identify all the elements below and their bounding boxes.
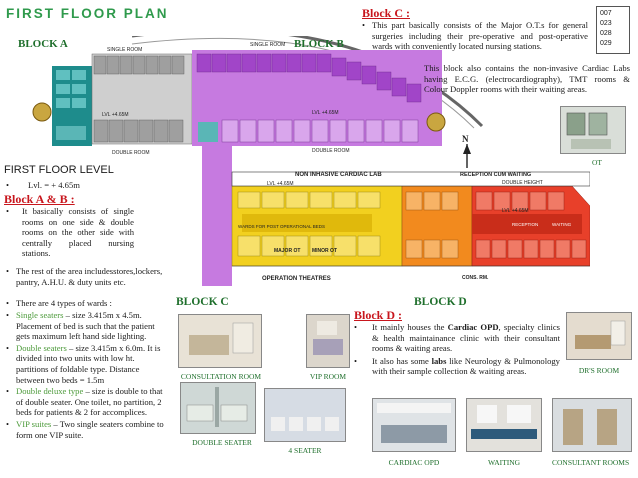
label-ward-post-op: WARDS FOR POST OPERATIONAL BEDS bbox=[238, 224, 325, 229]
label-minor-ot: MINOR OT bbox=[312, 248, 337, 254]
caption-ot: OT bbox=[592, 158, 602, 167]
waiting-photo bbox=[466, 398, 542, 452]
ward-deluxe-label: Double deluxe type bbox=[16, 386, 84, 397]
consultation-room-photo bbox=[178, 314, 262, 368]
caption-drs-room: DR'S ROOM bbox=[578, 366, 620, 375]
block-d-p1-post: , specialty clinics & health maintainanc… bbox=[372, 322, 560, 354]
block-d-bullet1: It mainly houses the Cardiac OPD, specia… bbox=[354, 322, 560, 354]
block-d-p2-post: like Neurology & Pulmonology with their … bbox=[372, 355, 560, 377]
ref-code: 007 bbox=[600, 10, 612, 17]
ref-code: 029 bbox=[600, 40, 612, 47]
label-single-room-2: SINGLE ROOM bbox=[250, 42, 285, 48]
ward-single-text: – size 3.415m x 4.5m. Placement of bed i… bbox=[16, 310, 155, 342]
block-c-para1: This part basically consists of the Majo… bbox=[362, 20, 588, 52]
label-major-ot: MAJOR OT bbox=[274, 248, 300, 254]
block-d-corridor bbox=[472, 214, 582, 234]
label-lvl-4: LVL +4.65M bbox=[502, 208, 529, 214]
label-north: N bbox=[462, 134, 469, 144]
block-c-para2: This block also contains the non-invasiv… bbox=[424, 63, 630, 95]
ward-single-label: Single seaters bbox=[16, 310, 64, 320]
ward-deluxe: Double deluxe type – size is double to t… bbox=[6, 386, 168, 418]
first-floor-heading: FIRST FLOOR LEVEL bbox=[4, 164, 114, 176]
corridor-purple bbox=[202, 146, 232, 286]
reference-codes-box: 007 023 028 029 bbox=[596, 6, 630, 54]
label-double-height: DOUBLE HEIGHT bbox=[502, 180, 543, 186]
drs-room-photo bbox=[566, 312, 632, 360]
block-a-label: BLOCK A bbox=[18, 38, 68, 50]
label-double-room-1: DOUBLE ROOM bbox=[112, 150, 150, 156]
block-c-heading: Block C : bbox=[362, 6, 410, 20]
label-lvl-3: LVL +4.65M bbox=[267, 181, 294, 187]
block-d-p1-bold: Cardiac OPD bbox=[447, 322, 499, 332]
block-d-p2-pre: It also has some bbox=[372, 355, 432, 366]
ot-corridor bbox=[242, 214, 372, 232]
consultant-rooms-photo bbox=[552, 398, 632, 452]
block-d-heading: Block D : bbox=[354, 308, 402, 322]
caption-waiting: WAITING bbox=[487, 458, 521, 467]
page-title: FIRST FLOOR PLAN bbox=[6, 6, 169, 21]
ref-code: 023 bbox=[600, 20, 612, 27]
label-reception: RECEPTION bbox=[512, 222, 538, 227]
label-single-room-1: SINGLE ROOM bbox=[107, 47, 142, 53]
arc-canopy bbox=[132, 36, 484, 128]
block-ab-para1: It basically consists of single rooms on… bbox=[6, 206, 134, 259]
caption-cardiac-opd: CARDIAC OPD bbox=[388, 458, 440, 467]
block-d-bullet2: It also has some labs like Neurology & P… bbox=[354, 356, 560, 377]
caption-double-seater: DOUBLE SEATER bbox=[192, 438, 252, 447]
block-d-p1-pre: It mainly houses the bbox=[372, 322, 448, 332]
block-ab-bullet3: There are 4 types of wards : bbox=[6, 298, 168, 309]
label-reception-waiting: RECEPTION CUM WAITING bbox=[460, 172, 531, 178]
ward-vip-label: VIP suites bbox=[16, 418, 52, 429]
block-c-label: BLOCK C bbox=[176, 296, 229, 308]
ward-vip-text: – Two single seaters combine to form one… bbox=[16, 418, 164, 440]
ot-photo bbox=[560, 106, 626, 154]
floor-plan-drawing: SINGLE ROOM SINGLE ROOM DOUBLE ROOM DOUB… bbox=[32, 36, 590, 286]
block-d-label: BLOCK D bbox=[414, 296, 467, 308]
block-b-label: BLOCK B bbox=[294, 38, 344, 50]
first-floor-lvl-text: Lvl. = + 4.65m bbox=[6, 180, 156, 191]
caption-consultant-rooms: CONSULTANT ROOMS bbox=[552, 458, 630, 467]
label-double-room-2: DOUBLE ROOM bbox=[312, 148, 350, 154]
block-ab-bullet1: It basically consists of single rooms on… bbox=[6, 206, 134, 259]
ward-deluxe-text: – size is double to that of double seate… bbox=[16, 386, 163, 418]
label-operation-theatres: OPERATION THEATRES bbox=[262, 276, 331, 282]
stair-circle-left bbox=[32, 102, 52, 122]
ward-double-text: – size 3.415m x 6.0m. It is divided into… bbox=[16, 342, 161, 385]
label-cons-rm: CONS. RM. bbox=[462, 275, 489, 281]
four-seater-photo bbox=[264, 388, 346, 442]
ward-types-list: Single seaters – size 3.415m x 4.5m. Pla… bbox=[6, 310, 168, 440]
block-ab-heading: Block A & B : bbox=[4, 192, 75, 206]
ref-code: 028 bbox=[600, 30, 612, 37]
first-floor-lvl: Lvl. = + 4.65m bbox=[6, 180, 156, 191]
label-waiting: WAITING bbox=[552, 222, 572, 227]
double-seater-photo bbox=[180, 382, 256, 434]
label-lvl-1: LVL +4.65M bbox=[102, 112, 129, 118]
stair-circle-right bbox=[426, 112, 446, 132]
block-ab-para3: There are 4 types of wards : bbox=[6, 298, 168, 309]
ward-double-label: Double seaters bbox=[16, 342, 67, 353]
block-d-p2-bold: labs bbox=[431, 355, 447, 366]
ward-single: Single seaters – size 3.415m x 4.5m. Pla… bbox=[6, 310, 168, 342]
block-d-list: It mainly houses the Cardiac OPD, specia… bbox=[354, 322, 560, 377]
caption-consultation: CONSULTATION ROOM bbox=[180, 372, 262, 381]
ward-double: Double seaters – size 3.415m x 6.0m. It … bbox=[6, 343, 168, 385]
label-non-invasive-lab: NON INHASIVE CARDIAC LAB bbox=[295, 172, 382, 178]
caption-four-seater: 4 SEATER bbox=[288, 446, 322, 455]
label-lvl-2: LVL +4.65M bbox=[312, 110, 339, 116]
block-ab-para2: The rest of the area includesstores,lock… bbox=[6, 266, 168, 287]
cardiac-opd-photo bbox=[372, 398, 456, 452]
block-ab-bullet2: The rest of the area includesstores,lock… bbox=[6, 266, 168, 287]
ward-vip: VIP suites – Two single seaters combine … bbox=[6, 419, 168, 440]
vip-room-photo bbox=[306, 314, 350, 368]
caption-vip: VIP ROOM bbox=[309, 372, 347, 381]
block-c-bullet1: This part basically consists of the Majo… bbox=[362, 20, 588, 52]
